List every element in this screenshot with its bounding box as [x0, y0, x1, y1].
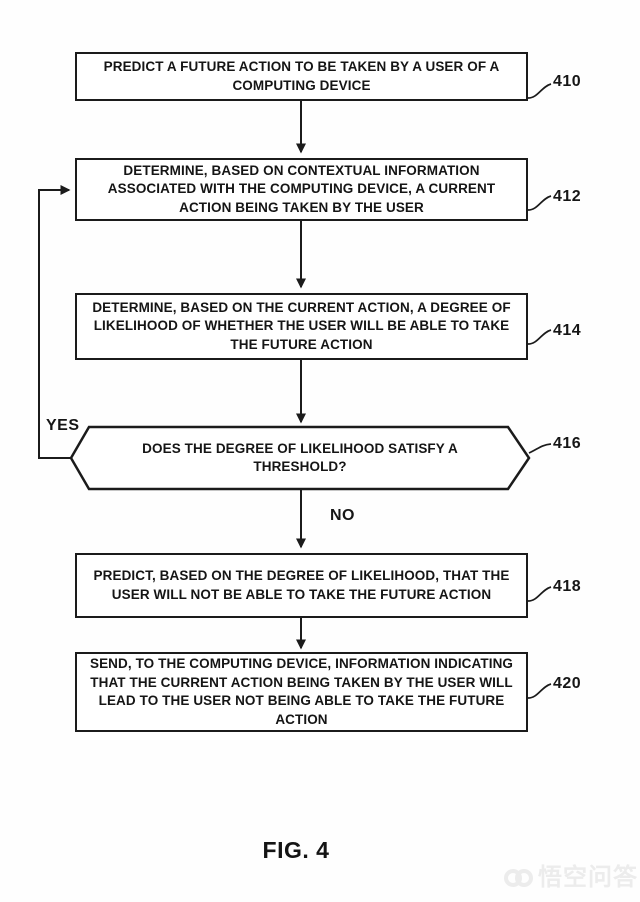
- ref-label-410: 410: [553, 73, 582, 90]
- decision-416-text: DOES THE DEGREE OF LIKELIHOOD SATISFY A …: [142, 440, 458, 475]
- flow-step-410: PREDICT A FUTURE ACTION TO BE TAKEN BY A…: [75, 52, 528, 101]
- flow-step-418: PREDICT, BASED ON THE DEGREE OF LIKELIHO…: [75, 553, 528, 618]
- figure-caption: FIG. 4: [262, 837, 330, 863]
- watermark: 悟空问答: [503, 864, 638, 892]
- yes-branch-label: YES: [46, 417, 80, 434]
- flow-step-414: DETERMINE, BASED ON THE CURRENT ACTION, …: [75, 293, 528, 360]
- leader-420: [527, 683, 552, 699]
- no-branch-label: NO: [330, 507, 355, 524]
- flow-step-420-text: SEND, TO THE COMPUTING DEVICE, INFORMATI…: [89, 656, 514, 727]
- ref-label-414: 414: [553, 322, 582, 339]
- ref-label-416: 416: [553, 435, 582, 452]
- decision-416-text-box: DOES THE DEGREE OF LIKELIHOOD SATISFY A …: [100, 427, 500, 489]
- flow-step-412: DETERMINE, BASED ON CONTEXTUAL INFORMATI…: [75, 158, 528, 221]
- ref-label-420: 420: [553, 675, 582, 692]
- flow-step-420: SEND, TO THE COMPUTING DEVICE, INFORMATI…: [75, 652, 528, 732]
- leader-416: [528, 443, 552, 454]
- watermark-logo-icon: [504, 869, 533, 887]
- leader-418: [527, 586, 552, 602]
- decision-416-shape: [69, 425, 531, 491]
- flow-step-414-text: DETERMINE, BASED ON THE CURRENT ACTION, …: [92, 299, 511, 352]
- flow-step-412-text: DETERMINE, BASED ON CONTEXTUAL INFORMATI…: [107, 162, 496, 215]
- flow-step-418-text: PREDICT, BASED ON THE DEGREE OF LIKELIHO…: [93, 568, 510, 602]
- watermark-text: 悟空问答: [538, 864, 638, 891]
- leader-412: [527, 195, 552, 211]
- ref-label-412: 412: [553, 188, 582, 205]
- leader-414: [527, 329, 552, 345]
- edge-yes-loop: [38, 185, 71, 459]
- ref-label-418: 418: [553, 578, 582, 595]
- flow-step-410-text: PREDICT A FUTURE ACTION TO BE TAKEN BY A…: [103, 59, 500, 93]
- leader-410: [527, 83, 552, 99]
